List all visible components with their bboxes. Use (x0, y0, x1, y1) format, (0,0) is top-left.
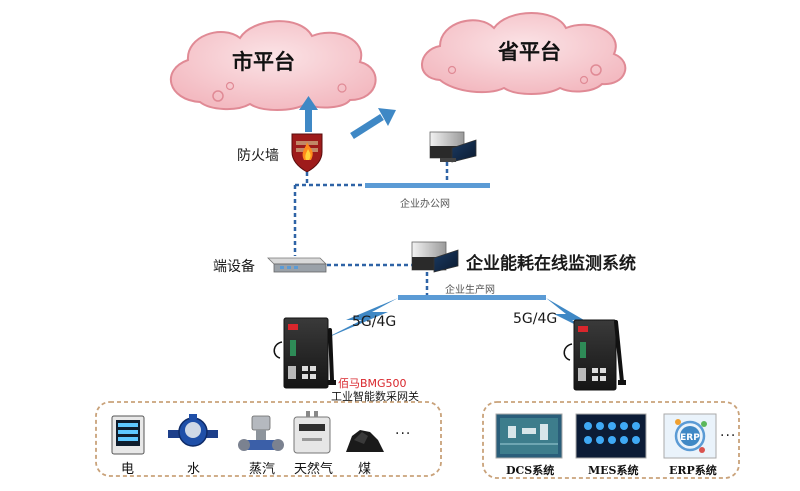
gateway-left-icon (273, 317, 336, 389)
link-left-label: 5G/4G (352, 314, 397, 330)
dcs-screen-icon (495, 413, 563, 459)
wireless-link-right (546, 298, 606, 340)
coal-icon (346, 430, 384, 452)
meter-label-steam: 蒸汽 (249, 462, 276, 477)
systems-more-indicator: ··· (720, 428, 737, 444)
province-platform-cloud (421, 12, 627, 95)
firewall-icon (291, 133, 323, 173)
gateway-brand-label: 佰马BMG500 (338, 377, 407, 390)
water-meter-icon (168, 414, 218, 447)
wireless-link-left (322, 298, 398, 340)
firewall-label: 防火墙 (237, 148, 279, 164)
system-title: 企业能耗在线监测系统 (466, 254, 636, 274)
production-network-bar (398, 295, 546, 300)
meter-label-coal: 煤 (358, 462, 372, 477)
city-platform-cloud (169, 20, 377, 111)
monitoring-server-icon (411, 241, 459, 296)
link-right-label: 5G/4G (513, 311, 558, 327)
system-label-erp: ERP系统 (669, 464, 717, 477)
meters-more-indicator: ··· (395, 426, 412, 442)
erp-logo-text: ERP (680, 433, 700, 443)
uplink-arrow-province (350, 108, 396, 139)
edge-router-icon (267, 257, 327, 273)
edge-device-label: 端设备 (213, 259, 255, 275)
meter-label-water: 水 (187, 462, 201, 477)
production-network-label: 企业生产网 (445, 285, 495, 296)
power-meter-icon (111, 415, 145, 455)
office-server-icon (429, 131, 477, 183)
gateway-right-icon (563, 319, 626, 391)
system-label-dcs: DCS系统 (506, 464, 555, 477)
uplink-arrow-city (299, 96, 318, 132)
meter-label-power: 电 (121, 462, 135, 477)
systems-group-box (482, 401, 740, 479)
meter-label-gas: 天然气 (294, 462, 334, 477)
erp-screen-icon: ERP (663, 413, 717, 459)
steam-meter-icon (238, 415, 284, 451)
mes-screen-icon (575, 413, 647, 459)
gateway-desc-label: 工业智能数采网关 (331, 390, 419, 403)
city-platform-label: 市平台 (232, 50, 295, 74)
province-platform-label: 省平台 (498, 40, 561, 64)
system-label-mes: MES系统 (588, 464, 639, 477)
office-network-bar (365, 183, 490, 188)
gas-meter-icon (293, 411, 331, 454)
office-network-label: 企业办公网 (400, 199, 450, 210)
